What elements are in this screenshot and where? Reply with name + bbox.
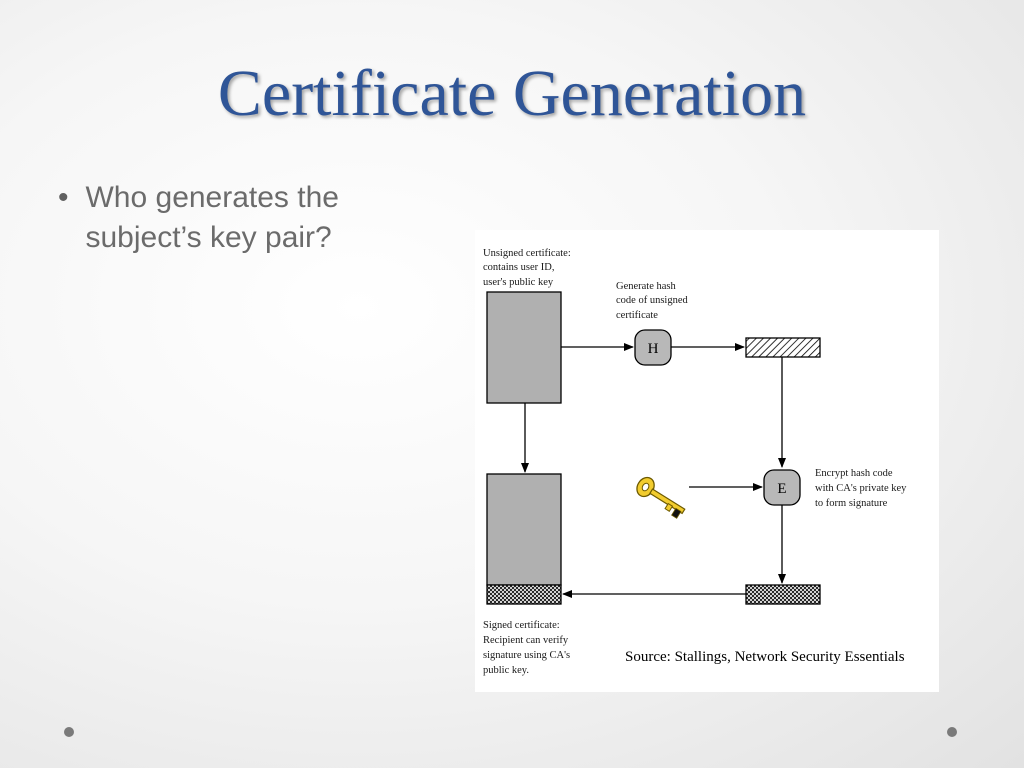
bottom-right-dot-icon	[947, 727, 957, 737]
certificate-generation-figure: Unsigned certificate: contains user ID, …	[475, 230, 939, 692]
private-key-icon	[636, 476, 686, 519]
signed-certificate-box	[486, 473, 562, 586]
encrypt-node-label: E	[777, 481, 786, 497]
bottom-left-dot-icon	[64, 727, 74, 737]
hash-node-label: H	[648, 341, 659, 357]
bullet-list: • Who generates the subject’s key pair?	[58, 178, 418, 258]
hash-step-label: Generate hash code of unsigned certifica…	[616, 281, 690, 321]
hash-code-block	[745, 337, 821, 358]
unsigned-certificate-label: Unsigned certificate: contains user ID, …	[483, 248, 573, 288]
certificate-diagram: Unsigned certificate: contains user ID, …	[483, 248, 909, 676]
signed-certificate-signature	[486, 584, 562, 605]
encrypt-step-label: Encrypt hash code with CA's private key …	[815, 468, 909, 509]
signature-block	[745, 584, 821, 605]
unsigned-certificate-box	[486, 291, 562, 404]
bullet-dot-icon: •	[58, 181, 69, 214]
slide-title: Certificate Generation	[217, 57, 807, 130]
bullet-text: Who generates the subject’s key pair?	[85, 181, 339, 254]
signed-certificate-label: Signed certificate: Recipient can verify…	[483, 620, 573, 676]
bullet-item: • Who generates the subject’s key pair?	[58, 178, 418, 258]
source-citation: Source: Stallings, Network Security Esse…	[625, 649, 905, 665]
